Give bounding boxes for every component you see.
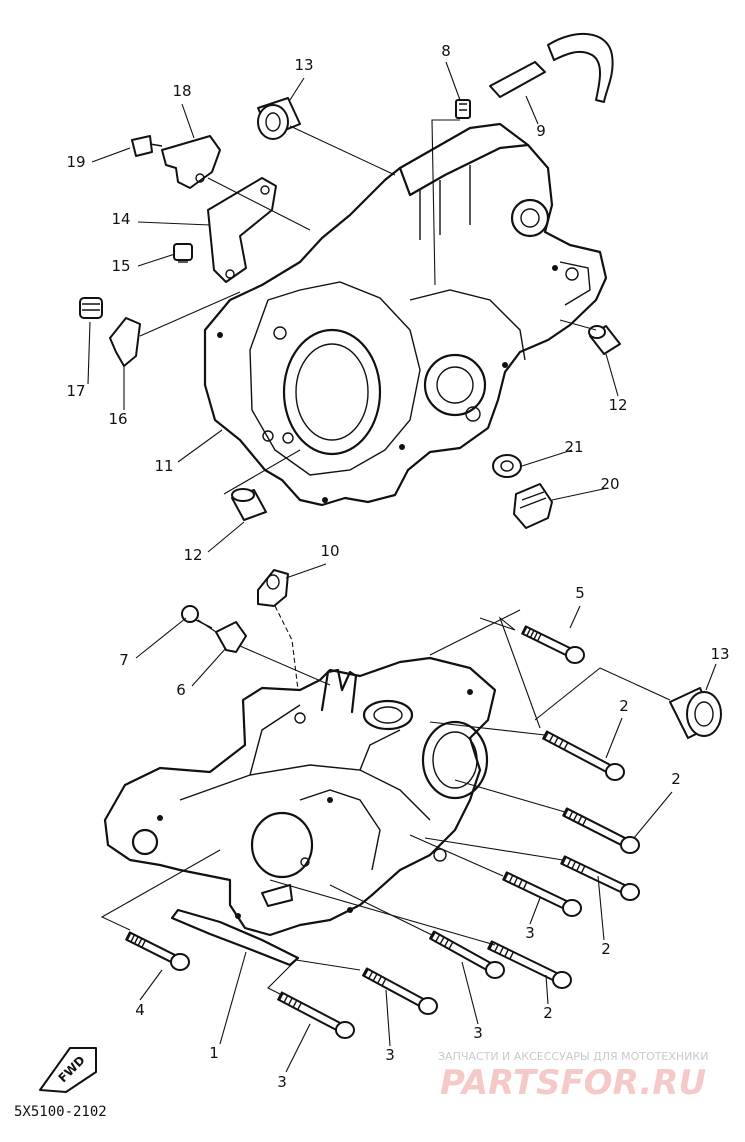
callout-pointer [529,897,541,925]
callout-label: 6 [176,681,186,699]
callout-pointer [91,147,131,163]
callout-pointer [551,487,609,501]
callout-pointer [569,605,581,629]
callout-label: 4 [135,1001,145,1019]
callout-labels: 1389181914151716111212212010576132232432… [66,42,729,1091]
callout-pointer [87,321,91,385]
part-12-dowel-right [588,325,621,355]
part-7-screw [181,605,213,629]
part-16-clamp [109,317,141,367]
callout-pointer [705,663,717,691]
callout-pointer [633,791,673,839]
bolts-group [125,625,640,1039]
callout-label: 13 [710,645,729,663]
callout-label: 3 [277,1073,287,1091]
callout-label: 2 [543,1004,553,1022]
part-5-bolt [521,625,585,664]
callout-pointer [605,717,623,759]
part-20-plug [513,483,553,529]
callout-pointer [385,989,391,1047]
callout-pointer [605,353,619,397]
part-3-bolt-c [362,967,438,1015]
callout-label: 1 [209,1044,219,1062]
part-12-dowel-left [231,488,267,521]
callout-label: 2 [601,940,611,958]
callout-pointer [597,875,605,941]
part-13-upper-sleeve [257,97,301,140]
callout-pointer [181,103,195,139]
part-13-lower-sleeve [669,687,722,739]
part-2-bolt-b [562,807,640,854]
leader-lines [100,119,671,996]
callout-label: 21 [564,438,583,456]
part-14-plate [207,177,277,283]
fwd-arrow: FWD [39,1047,97,1093]
callout-label: 2 [671,770,681,788]
callout-pointer [285,563,327,579]
watermark-brand: PARTSFOR.RU [440,1063,706,1103]
part-4-bolt [125,931,190,971]
callout-label: 7 [119,651,129,669]
callout-label: 3 [525,924,535,942]
callout-label: 20 [600,475,619,493]
callout-pointer [207,521,245,553]
part-8-nipple [455,99,471,119]
callout-label: 3 [385,1046,395,1064]
small-parts [79,32,722,739]
part-21-washer [492,454,522,478]
callout-pointer [137,221,211,226]
part-18-clip [161,135,221,189]
part-15-screw [173,243,193,263]
callout-pointer [461,961,479,1025]
part-19-screw [131,135,163,157]
callout-label: 5 [575,584,585,602]
callout-label: 12 [183,546,202,564]
watermark-top-line: ЗАПЧАСТИ И АКСЕССУАРЫ ДЛЯ МОТОТЕХНИКИ [438,1050,708,1063]
part-10-clip [257,569,289,607]
callout-pointer [285,1023,311,1073]
part-2-bolt-a [542,730,625,781]
callout-pointer [289,77,305,101]
part-3-bolt-d [277,991,355,1039]
part-3-bolt-a [502,871,582,917]
callout-label: 18 [172,82,191,100]
callout-pointer [191,647,227,687]
callout-label: 10 [320,542,339,560]
part-3-bolt-b [429,930,505,979]
callout-label: 11 [154,457,173,475]
callout-label: 17 [66,382,85,400]
part-2-bolt-c [560,855,640,901]
callout-pointer [135,617,187,659]
watermark: ЗАПЧАСТИ И АКСЕССУАРЫ ДЛЯ МОТОТЕХНИКИ PA… [438,1050,708,1103]
part-17-bolt [79,297,103,319]
callout-pointer [521,449,573,467]
callout-pointer [525,95,539,125]
diagram-code: 5X5100-2102 [14,1104,107,1120]
callout-label: 19 [66,153,85,171]
lower-crankcase-drawing [103,656,497,967]
callout-label: 16 [108,410,127,428]
callout-label: 9 [536,122,546,140]
callout-pointer [139,969,163,1001]
callout-pointer [219,951,247,1045]
callout-label: 13 [294,56,313,74]
callout-label: 8 [441,42,451,60]
part-2-bolt-d [487,940,572,989]
callout-pointer [137,253,176,267]
callout-label: 3 [473,1024,483,1042]
callout-label: 14 [111,210,130,228]
part-9-hose [489,32,614,103]
callout-label: 12 [608,396,627,414]
callout-label: 15 [111,257,130,275]
callout-label: 2 [619,697,629,715]
upper-crankcase-drawing [203,122,608,507]
callout-pointer [545,974,549,1005]
part-6-clamp [215,621,247,653]
callout-pointer [445,61,461,101]
callout-pointer [177,429,223,463]
